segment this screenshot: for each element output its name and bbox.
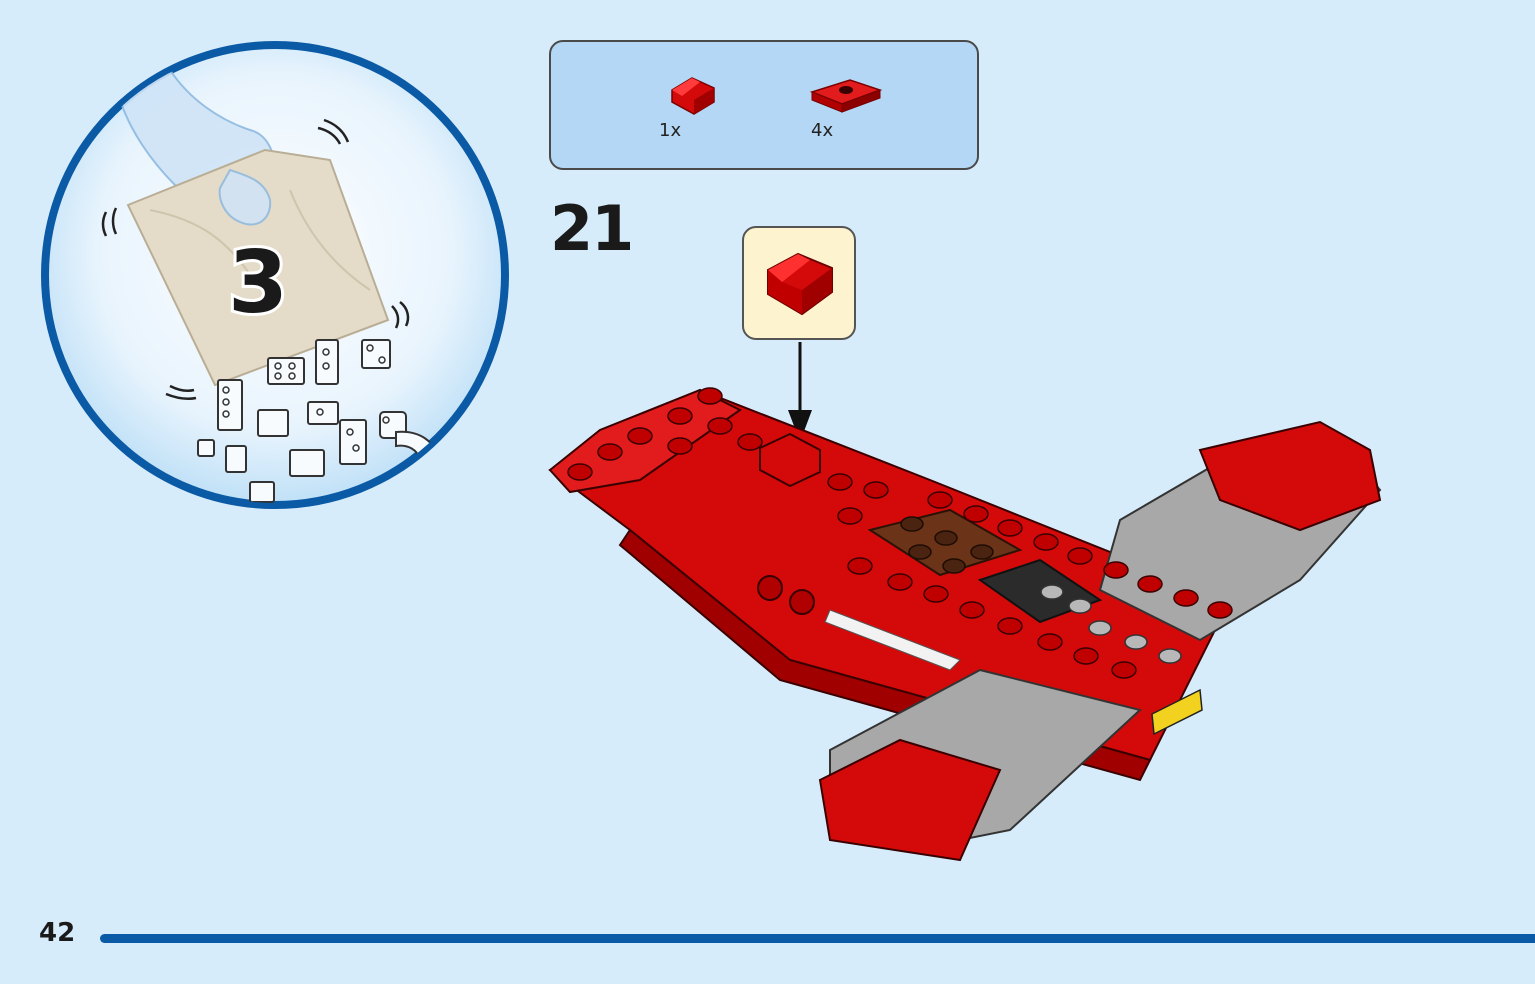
red-jumper-plate-icon <box>809 79 883 113</box>
part-item: 1x <box>649 70 739 150</box>
bag-number: 3 <box>228 233 288 333</box>
part-quantity: 1x <box>659 120 682 141</box>
part-callout <box>742 226 856 340</box>
bag-illustration: 3 <box>40 40 510 510</box>
parts-list: 1x 4x <box>549 40 979 170</box>
down-arrow-icon <box>788 410 812 442</box>
model-illustration <box>540 330 1400 890</box>
part-item: 4x <box>801 70 891 150</box>
step-number: 21 <box>550 192 634 265</box>
paper-bag-icon <box>126 148 390 387</box>
part-quantity: 4x <box>811 120 834 141</box>
red-slope-brick-icon <box>767 252 833 316</box>
red-slope-brick-icon <box>671 77 715 115</box>
page-rule <box>100 934 1535 943</box>
page-number: 42 <box>39 918 76 948</box>
